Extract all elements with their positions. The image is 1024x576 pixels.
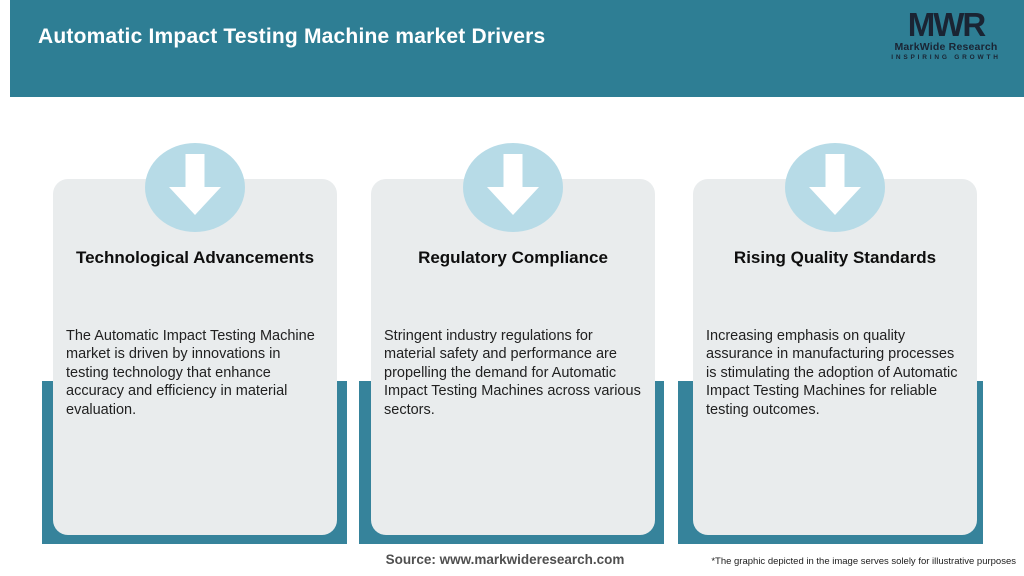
down-arrow-icon bbox=[785, 143, 885, 232]
driver-card: Technological Advancements The Automatic… bbox=[53, 179, 337, 535]
page-title: Automatic Impact Testing Machine market … bbox=[38, 25, 546, 48]
card-title: Rising Quality Standards bbox=[733, 248, 937, 267]
card-body: Increasing emphasis on quality assurance… bbox=[706, 328, 958, 418]
down-arrow-icon bbox=[145, 143, 245, 232]
logo-name: MarkWide Research bbox=[894, 41, 998, 53]
header-banner: Automatic Impact Testing Machine market … bbox=[10, 0, 1024, 97]
logo-monogram: MWR bbox=[907, 6, 986, 43]
card-title: Technological Advancements bbox=[75, 248, 315, 267]
logo-tagline: INSPIRING GROWTH bbox=[891, 54, 1001, 61]
card-body: The Automatic Impact Testing Machine mar… bbox=[66, 328, 315, 418]
driver-card: Rising Quality Standards Increasing emph… bbox=[693, 179, 977, 535]
markwide-logo: MWR MarkWide Research INSPIRING GROWTH bbox=[884, 6, 1008, 62]
card-body: Stringent industry regulations for mater… bbox=[384, 328, 641, 418]
disclaimer-text: *The graphic depicted in the image serve… bbox=[711, 556, 1016, 567]
source-text: Source: www.markwideresearch.com bbox=[385, 552, 625, 567]
driver-card: Regulatory Compliance Stringent industry… bbox=[371, 179, 655, 535]
down-arrow-icon bbox=[463, 143, 563, 232]
card-title: Regulatory Compliance bbox=[418, 248, 608, 267]
